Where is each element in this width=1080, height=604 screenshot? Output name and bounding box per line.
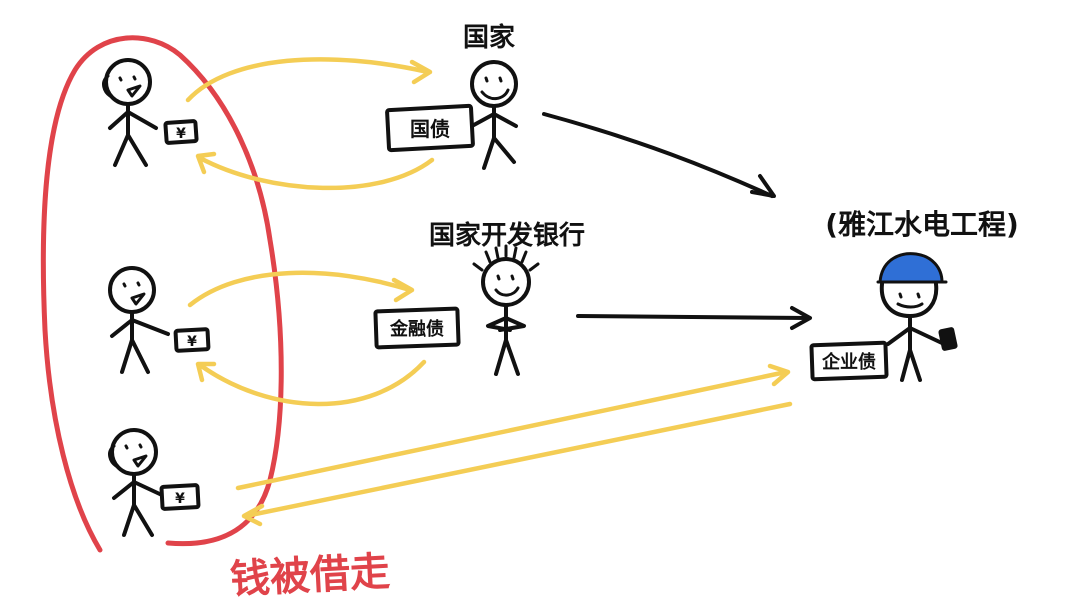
investor-2: ¥: [108, 266, 211, 374]
state-figure: [470, 60, 518, 170]
money-borrowed-label: 钱被借走: [229, 549, 391, 603]
fin-bond-label: 金融债: [389, 318, 444, 340]
coin-card-3: ¥: [159, 483, 201, 511]
corp-bond-card: 企业债: [809, 340, 889, 382]
helmet-icon: [878, 252, 944, 284]
fin-bond-card: 金融债: [373, 306, 461, 350]
coin-symbol: ¥: [187, 334, 197, 350]
engineer-figure: [876, 252, 958, 382]
funding-arrows: [542, 112, 812, 330]
investor-1: ¥: [102, 58, 199, 167]
phone-icon: [938, 327, 958, 351]
coin-symbol: ¥: [176, 126, 186, 142]
gov-bond-label: 国债: [410, 117, 450, 141]
coin-symbol: ¥: [175, 491, 185, 507]
coin-card-2: ¥: [173, 327, 211, 353]
investor-group-outline: [40, 35, 284, 553]
money-flow-arrows: [185, 57, 793, 527]
corp-bond-label: 企业债: [821, 351, 876, 373]
investor-3: ¥: [108, 428, 201, 537]
project-label: (雅江水电工程): [825, 208, 1019, 241]
state-label: 国家: [463, 22, 515, 53]
cdb-figure: [472, 244, 540, 376]
coin-card-1: ¥: [163, 119, 199, 145]
gov-bond-card: 国债: [385, 103, 475, 153]
